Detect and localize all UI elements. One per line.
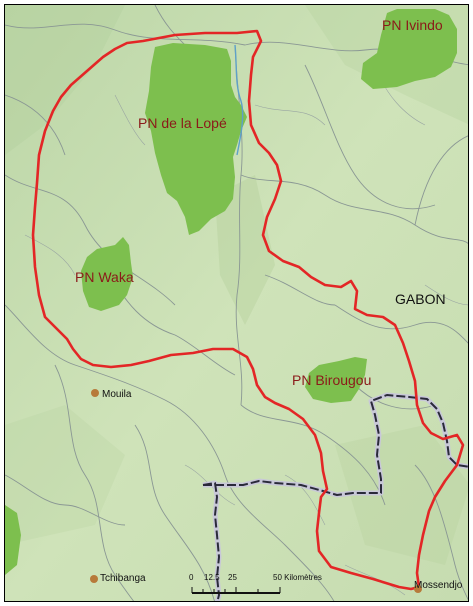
scale-tick-0: 0	[189, 573, 194, 582]
ogooue-river	[234, 44, 244, 156]
scale-bar-ticks	[191, 587, 281, 593]
map-canvas: PN Ivindo PN de la Lopé PN Waka PN Birou…	[5, 5, 468, 601]
park-label-ivindo: PN Ivindo	[382, 17, 443, 33]
town-label-mossendjo: Mossendjo	[414, 580, 463, 591]
international-border	[202, 392, 468, 601]
park-birougou-area	[305, 357, 367, 403]
map-frame: PN Ivindo PN de la Lopé PN Waka PN Birou…	[4, 4, 469, 602]
scale-tick-50: 50 Kilomètres	[273, 573, 322, 582]
park-lope-area	[145, 43, 247, 235]
town-marker-mouila	[91, 389, 99, 397]
minor-rivers	[24, 64, 468, 596]
scale-tick-25: 25	[228, 573, 237, 582]
park-label-lope: PN de la Lopé	[138, 115, 227, 131]
park-edge-area	[5, 505, 21, 575]
town-label-mouila: Mouila	[102, 389, 132, 400]
town-label-tchibanga: Tchibanga	[100, 573, 146, 584]
scale-tick-12-5: 12.5	[204, 573, 220, 582]
scale-bar: 0 12.5 25 50 Kilomètres	[189, 573, 322, 594]
town-marker-tchibanga	[90, 575, 98, 583]
park-waka-area	[81, 237, 133, 311]
country-label: GABON	[395, 291, 446, 307]
town-marker-mossendjo	[414, 585, 422, 593]
park-label-waka: PN Waka	[75, 269, 134, 285]
park-ivindo-area	[361, 9, 457, 89]
park-label-birougou: PN Birougou	[292, 372, 371, 388]
